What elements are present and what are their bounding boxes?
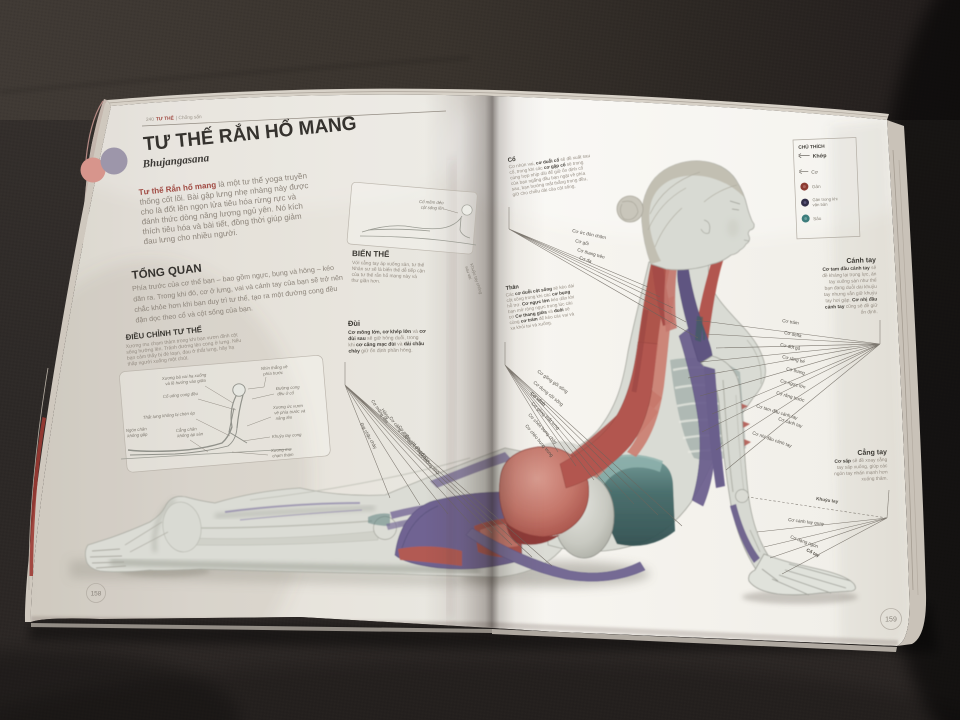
svg-text:xuống thảm.: xuống thảm. <box>861 476 888 483</box>
svg-text:cột sống lên: cột sống lên <box>421 205 445 211</box>
svg-text:Gân trong khi: Gân trong khi <box>812 196 837 202</box>
svg-text:Háng: Háng <box>380 408 391 420</box>
svg-text:Gân: Gân <box>812 184 821 189</box>
svg-text:không áp sàn: không áp sàn <box>177 431 204 438</box>
svg-text:nâng lên: nâng lên <box>275 415 292 421</box>
svg-text:Cơ ngực lớn: Cơ ngực lớn <box>780 378 807 390</box>
svg-text:Cẳng chân: Cẳng chân <box>176 426 198 433</box>
svg-text:Khuỷu tay cong: Khuỷu tay cong <box>272 432 303 439</box>
svg-text:| Chống sấn: | Chống sấn <box>176 114 202 121</box>
svg-text:về phía trước và: về phía trước và <box>274 408 306 415</box>
svg-text:ổn định.: ổn định. <box>861 308 878 316</box>
svg-text:Thắt lưng không bị chèn ép: Thắt lưng không bị chèn ép <box>143 410 196 420</box>
svg-text:vận bản: vận bản <box>813 202 829 208</box>
svg-text:Xương ức vươn: Xương ức vươn <box>272 403 304 410</box>
svg-text:đùi sau sẽ giữ hông duỗi, tron: đùi sau sẽ giữ hông duỗi, trong <box>348 334 419 342</box>
svg-text:Khuỷu tay: Khuỷu tay <box>816 496 839 504</box>
svg-text:và lề hướng vào giữa: và lề hướng vào giữa <box>165 378 206 387</box>
svg-text:Xương mu: Xương mu <box>270 447 292 454</box>
svg-text:khi cơ căng mạc đùi và dải chậ: khi cơ căng mạc đùi và dải chậu <box>348 341 424 348</box>
svg-text:chày giữ ổn định phần hông.: chày giữ ổn định phần hông. <box>348 346 412 354</box>
svg-text:Cổ mềm dẻo: Cổ mềm dẻo <box>419 199 444 205</box>
svg-text:đề kháng lại trọng lực, ấn: đề kháng lại trọng lực, ấn <box>822 271 877 279</box>
svg-text:Cơ delta: Cơ delta <box>784 330 803 338</box>
svg-text:tay nhưng vẫn giữ khuỷu: tay nhưng vẫn giữ khuỷu <box>824 289 878 298</box>
svg-text:Cơ cánh tay quay: Cơ cánh tay quay <box>788 517 825 526</box>
svg-text:tay hơi gập. Cơ nhị đầu: tay hơi gập. Cơ nhị đầu <box>825 296 877 304</box>
svg-text:Cơ răng bé: Cơ răng bé <box>782 354 806 364</box>
svg-text:CHÚ THÍCH: CHÚ THÍCH <box>798 142 825 151</box>
svg-text:ngón tay nhấn mạnh hơn: ngón tay nhấn mạnh hơn <box>834 469 888 477</box>
svg-text:Nhìn thẳng về: Nhìn thẳng về <box>261 364 289 371</box>
svg-text:240: 240 <box>146 117 155 123</box>
svg-text:Cơ gối: Cơ gối <box>575 238 590 246</box>
svg-text:Thân: Thân <box>505 284 519 292</box>
svg-text:Ngón chân: Ngón chân <box>126 426 148 433</box>
svg-text:Nhân sư sẽ là biến thể dễ tiếp: Nhân sư sẽ là biến thể dễ tiếp cận <box>352 265 426 275</box>
svg-text:sau vai: sau vai <box>464 265 473 280</box>
svg-text:bạn đang duỗi dài khuỷu: bạn đang duỗi dài khuỷu <box>824 283 877 292</box>
svg-text:Cơ trám: Cơ trám <box>782 318 800 326</box>
svg-text:chạm thảm: chạm thảm <box>272 452 294 458</box>
svg-text:Cơ thang: Cơ thang <box>786 366 806 376</box>
svg-text:Với cẳng tay áp xuống sàn, tư: Với cẳng tay áp xuống sàn, tư thế <box>352 259 425 269</box>
svg-text:Đùi: Đùi <box>348 319 360 328</box>
svg-text:không gập: không gập <box>127 432 148 439</box>
svg-text:Cơ đốt gỗ: Cơ đốt gỗ <box>780 341 802 351</box>
svg-text:cánh tay cũng sẽ đề giữ: cánh tay cũng sẽ đề giữ <box>825 303 879 311</box>
svg-text:tay sấp xuống, giúp các: tay sấp xuống, giúp các <box>837 463 888 471</box>
svg-text:đều ở cổ: đều ở cổ <box>277 390 295 396</box>
svg-text:Cánh tay: Cánh tay <box>846 257 876 265</box>
svg-text:Cổ tay: Cổ tay <box>806 547 822 559</box>
svg-text:Sâu: Sâu <box>813 216 822 221</box>
svg-text:Cơ sấp sẽ đề xoay cẳng: Cơ sấp sẽ đề xoay cẳng <box>834 456 887 465</box>
svg-text:158: 158 <box>91 591 102 598</box>
svg-text:Cổ uống cong đều: Cổ uống cong đều <box>163 391 199 399</box>
svg-text:Cơ đa: Cơ đa <box>579 255 593 264</box>
svg-text:Đường cong: Đường cong <box>276 384 301 391</box>
svg-text:Cơ: Cơ <box>811 170 818 176</box>
svg-text:Cổ: Cổ <box>507 156 516 164</box>
svg-text:Xương bả vai hạ xuống: Xương bả vai hạ xuống <box>161 372 207 381</box>
svg-text:TƯ THẾ: TƯ THẾ <box>156 115 175 123</box>
svg-text:Khớp: Khớp <box>813 153 827 160</box>
svg-text:thư giãn hơn.: thư giãn hơn. <box>351 278 380 285</box>
svg-text:xa khỏi tai và xuống.: xa khỏi tai và xuống. <box>510 319 552 331</box>
svg-text:phía trước: phía trước <box>262 370 284 376</box>
svg-text:Cẳng tay: Cẳng tay <box>857 447 887 457</box>
svg-text:của tư thế rắn hổ mang này và: của tư thế rắn hổ mang này và <box>352 271 418 280</box>
svg-text:Cơ mông lớn, cơ khép lớn và cơ: Cơ mông lớn, cơ khép lớn và cơ <box>348 329 426 336</box>
svg-text:159: 159 <box>885 617 897 624</box>
svg-text:Cơ tam đầu cánh tay sẽ: Cơ tam đầu cánh tay sẽ <box>822 265 876 273</box>
svg-text:BIẾN THỂ: BIẾN THỂ <box>352 248 390 259</box>
svg-text:tay xuống sàn như thể: tay xuống sàn như thể <box>829 277 877 286</box>
